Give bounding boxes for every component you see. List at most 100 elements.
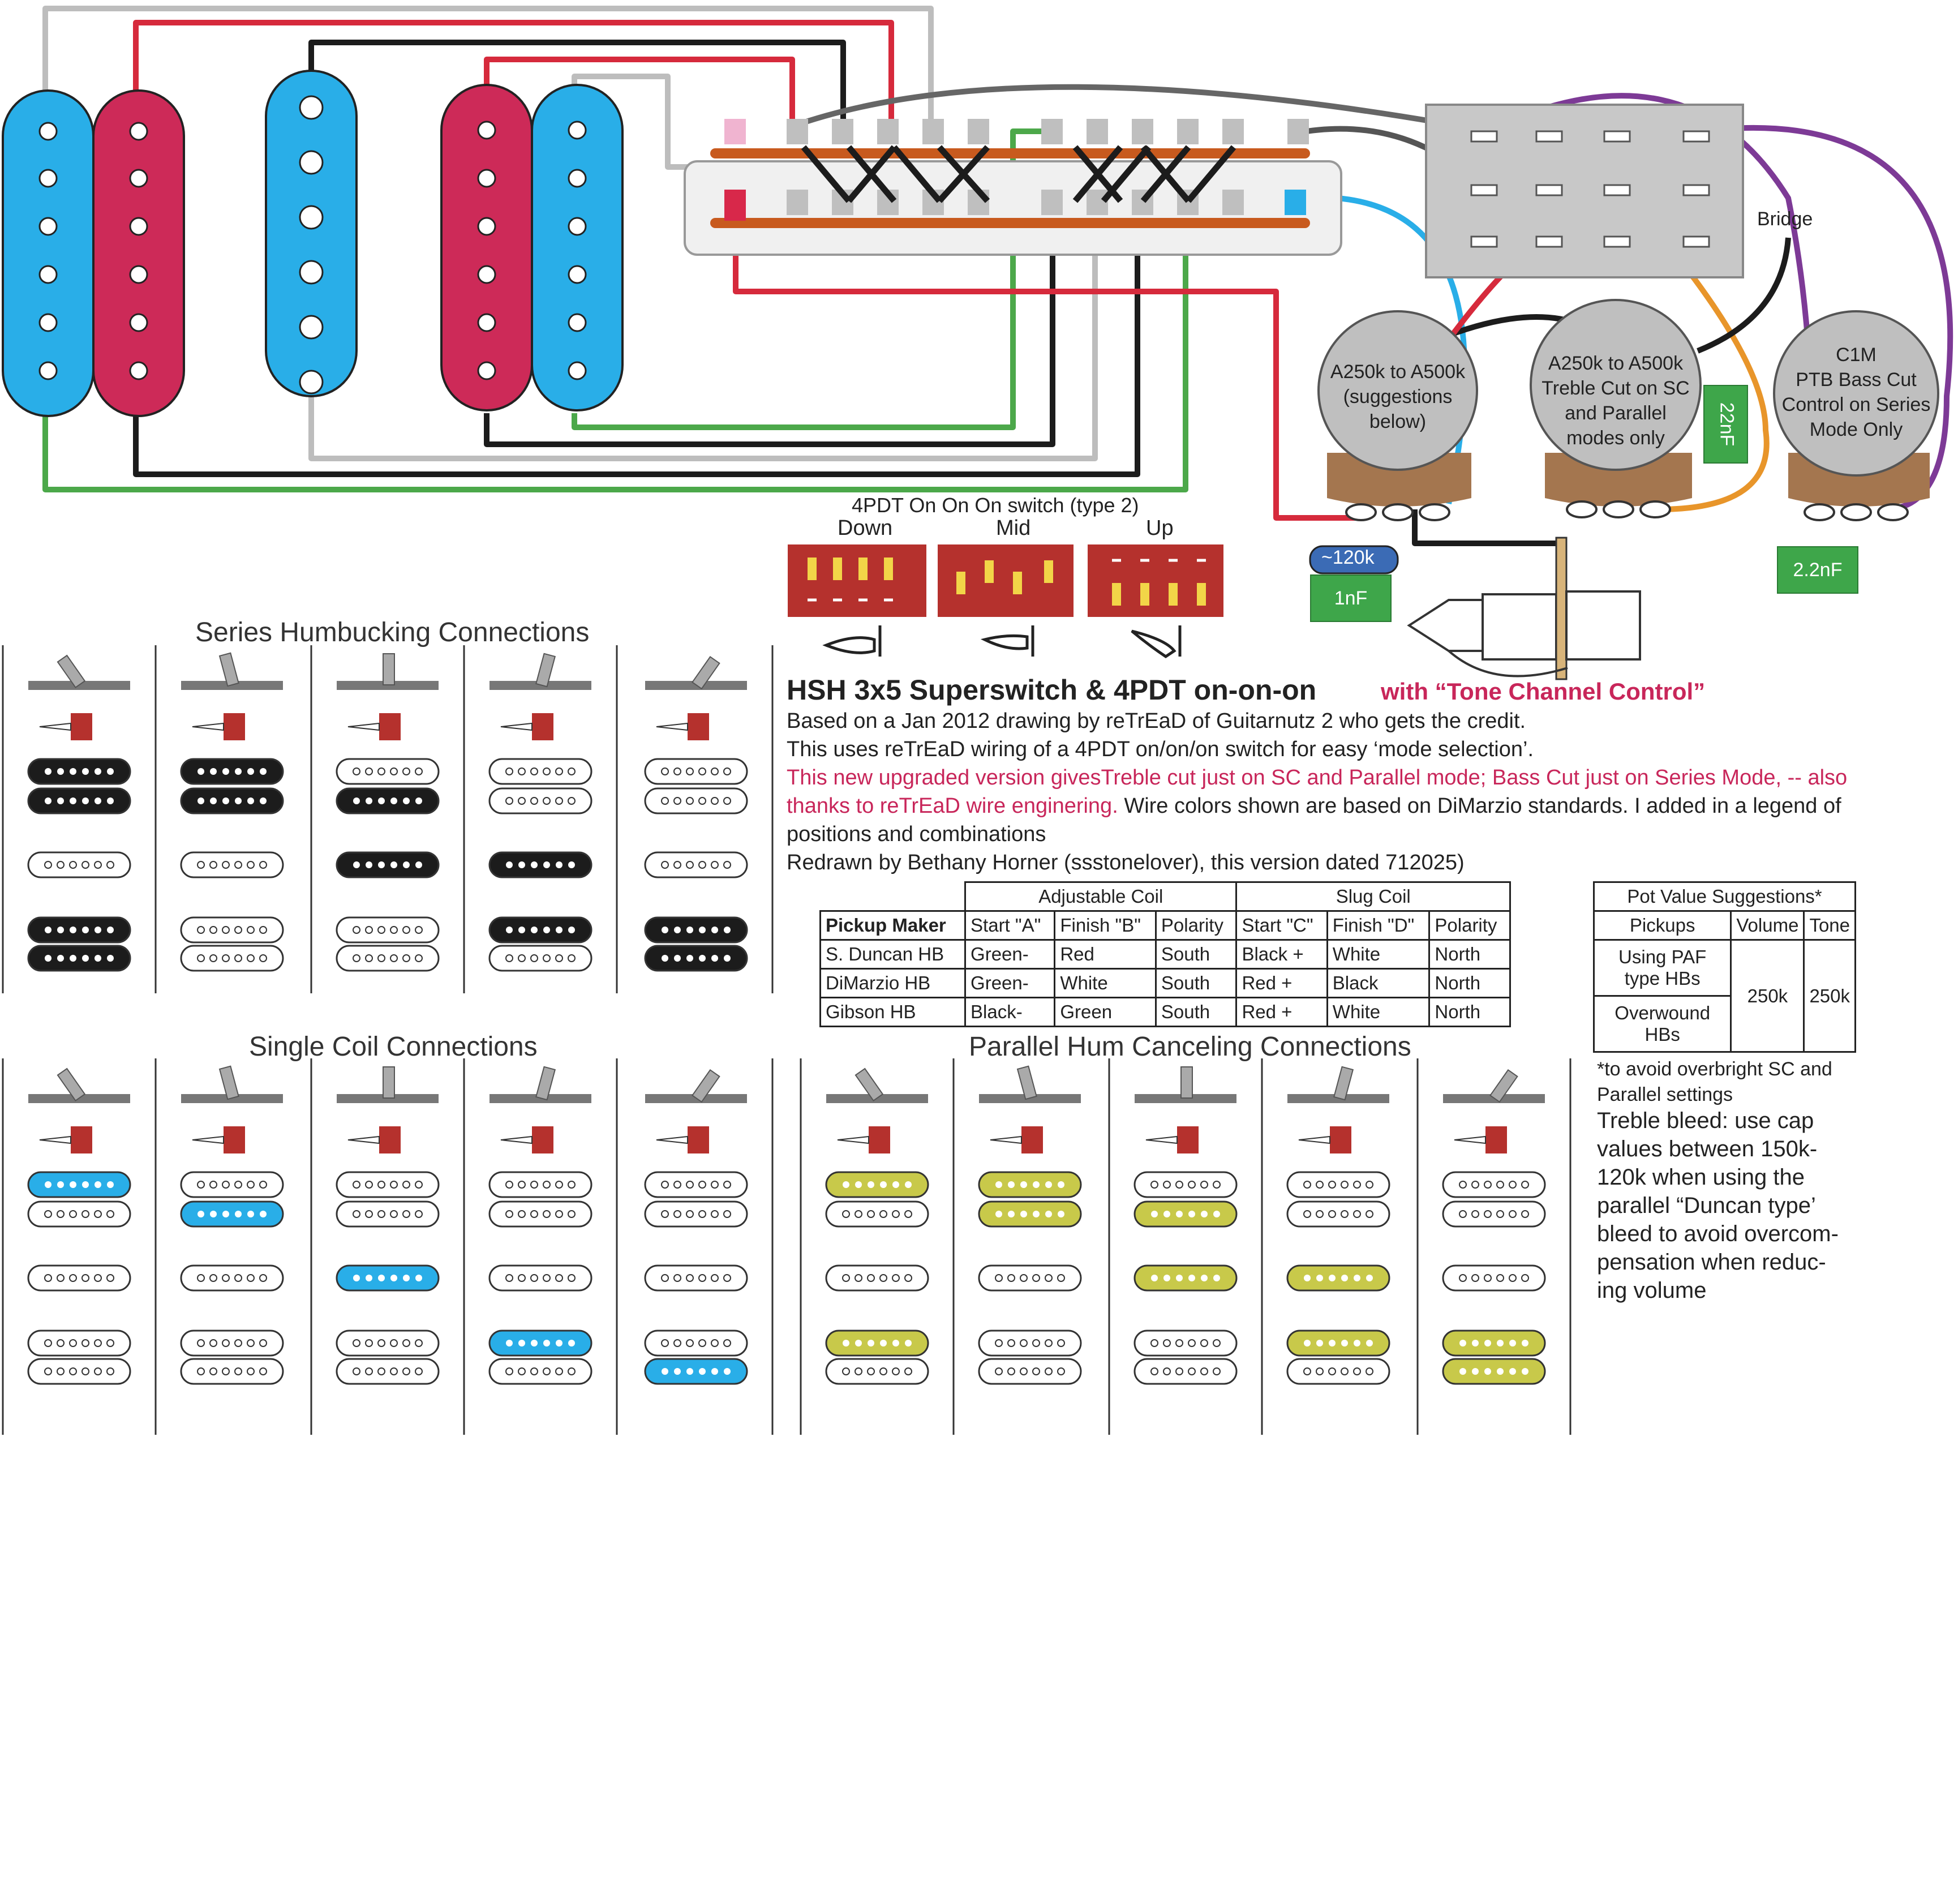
intro-line-2: This uses reTrEaD wiring of a 4PDT on/on… [787, 737, 1534, 761]
legend-panel [488, 1066, 592, 1385]
cap-22nf-label: 22nF [1716, 402, 1738, 447]
coil-white [644, 758, 748, 785]
coil-white [825, 1264, 929, 1292]
cap-2-2nf: 2.2nF [1777, 546, 1858, 594]
coil-blue [488, 1330, 592, 1357]
pot-volume-line-2: (suggestions [1343, 386, 1453, 408]
coil-olive [1286, 1264, 1390, 1292]
coil-black [336, 851, 440, 878]
coil-olive [978, 1171, 1082, 1198]
wire-black-bridge-2 [484, 195, 1055, 447]
switch-pos-down: Down [838, 516, 893, 540]
coil-white [825, 1200, 929, 1228]
legend-panel [825, 1067, 929, 1385]
coil-blue [644, 1358, 748, 1385]
col-header: Finish "B" [1054, 910, 1157, 941]
legend-panel [644, 655, 748, 972]
coil-black [180, 758, 284, 785]
pot-volume-line-3: below) [1369, 411, 1427, 432]
coil-white [644, 1200, 748, 1228]
legend-panel [978, 1065, 1082, 1385]
wire-black-bridge-drop [1697, 237, 1791, 354]
pot-footnote-1: *to avoid overbright SC and [1597, 1058, 1832, 1080]
coil-white [336, 1200, 440, 1228]
coil-white [644, 787, 748, 814]
legend-panel [336, 653, 440, 972]
coil-white [180, 1358, 284, 1385]
coil-white [180, 1264, 284, 1292]
pole-pieces [38, 95, 587, 394]
pot-volume-line-1: A250k to A500k [1330, 361, 1466, 383]
col-header: Finish "D" [1326, 910, 1431, 941]
legend-panel [1133, 1066, 1238, 1385]
coil-black [644, 916, 748, 944]
wire-color-table: Adjustable Coil Slug Coil Pickup Maker S… [819, 881, 1511, 1027]
intro-red-line-2: thanks to reTrEaD wire enginering. [787, 794, 1118, 818]
col-header: Start "C" [1235, 910, 1328, 941]
switch-pos-up: Up [1146, 516, 1174, 540]
table-cell: White [1054, 968, 1157, 998]
pot-value-table: Pot Value Suggestions* Pickups Volume To… [1592, 881, 1856, 1053]
coil-white [180, 916, 284, 944]
legend-panel [180, 652, 284, 972]
coil-white [644, 851, 748, 878]
table-cell: S. Duncan HB [819, 939, 967, 970]
coil-white [1286, 1358, 1390, 1385]
pot-tone [1530, 299, 1702, 518]
table-cell: Red [1054, 939, 1157, 970]
pot-col-header: Volume [1730, 910, 1805, 941]
coil-blue [336, 1264, 440, 1292]
pot-tone-line-1: A250k to A500k [1548, 353, 1684, 374]
bridge-label: Bridge [1757, 208, 1813, 230]
legend-panel [336, 1066, 440, 1385]
coil-white [180, 945, 284, 972]
cap-1nf: 1nF [1310, 574, 1392, 622]
pot-row-overwound: Overwound HBs [1592, 995, 1732, 1053]
coil-white [488, 1264, 592, 1292]
intro-red-line-1: This new upgraded version givesTreble cu… [787, 766, 1848, 790]
resistor-label: ~120k [1321, 547, 1375, 568]
4pdt-positions [788, 544, 1223, 659]
col-header: Polarity [1154, 910, 1238, 941]
series-section-title: Series Humbucking Connections [195, 617, 590, 647]
pot-tone-value: 250k [1803, 939, 1856, 1053]
coil-black [27, 787, 131, 814]
cap-22nf: 22nF [1703, 385, 1748, 464]
table-cell: North [1428, 939, 1511, 970]
coil-black [488, 916, 592, 944]
table-cell: Red + [1235, 997, 1328, 1027]
wire-red-neck [133, 20, 894, 127]
table-cell: Black- [964, 997, 1056, 1027]
wire-grey-neck [42, 6, 934, 127]
table-cell: Black [1326, 968, 1431, 998]
table-cell: Red + [1235, 968, 1328, 998]
legend-panel [1442, 1069, 1546, 1385]
coil-white [644, 1171, 748, 1198]
pot-row-paf: Using PAF type HBs [1592, 939, 1732, 997]
coil-black [27, 945, 131, 972]
legend-panel [180, 1065, 284, 1385]
table-cell: Green- [964, 968, 1056, 998]
legend-panel [488, 653, 592, 972]
coil-olive [1286, 1330, 1390, 1357]
intro-black-line-2: Wire colors shown are based on DiMarzio … [1118, 794, 1841, 818]
wire-red-bridge [484, 57, 795, 127]
coil-white [488, 1200, 592, 1228]
table-header-row: Pickup Maker Start "A" Finish "B" Polari… [819, 910, 1511, 941]
coil-white [978, 1330, 1082, 1357]
mid-coil-blue [265, 70, 358, 397]
intro-line-4: thanks to reTrEaD wire enginering. Wire … [787, 794, 1841, 818]
coil-black [27, 916, 131, 944]
legend-panel [644, 1069, 748, 1385]
treble-line: ing volume [1597, 1278, 1707, 1303]
table-cell: Black + [1235, 939, 1328, 970]
coil-white [644, 1330, 748, 1357]
pots [1317, 299, 1939, 521]
coil-black [27, 758, 131, 785]
pot-bass-label: C1M PTB Bass Cut Control on Series Mode … [1771, 342, 1941, 442]
coil-white [336, 758, 440, 785]
pot-tone-line-3: and Parallel [1565, 402, 1667, 424]
legend-series-panels [27, 652, 748, 972]
